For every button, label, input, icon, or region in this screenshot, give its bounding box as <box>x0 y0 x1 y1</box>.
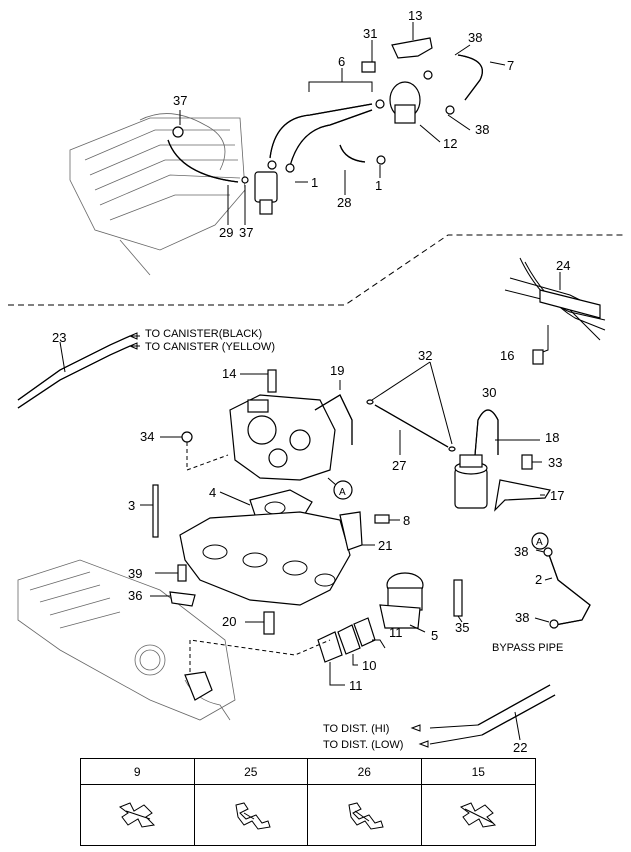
vacuum-harness-24 <box>504 257 606 341</box>
callout-1b: 1 <box>375 178 382 193</box>
hose-6a <box>269 103 373 159</box>
bolt-16 <box>532 349 544 365</box>
callout-38c: 38 <box>514 544 528 559</box>
check-valve-18 <box>454 454 488 509</box>
callout-22: 22 <box>513 740 527 755</box>
callout-12: 12 <box>443 136 457 151</box>
callout-27: 27 <box>392 458 406 473</box>
engine-block-outline <box>17 559 236 721</box>
bracket-13 <box>391 37 433 59</box>
callout-5: 5 <box>431 628 438 643</box>
callout-3: 3 <box>128 498 135 513</box>
label-bypass-pipe: BYPASS PIPE <box>492 642 563 654</box>
callout-16: 16 <box>500 348 514 363</box>
clip-header-15: 15 <box>421 759 535 785</box>
nut-34 <box>181 431 193 443</box>
clip-header-26: 26 <box>308 759 422 785</box>
clip-header-25: 25 <box>194 759 308 785</box>
callout-32: 32 <box>418 348 432 363</box>
label-dist-low: TO DIST. (LOW) <box>323 739 403 751</box>
clip-header-9: 9 <box>81 759 195 785</box>
marker-a-2 <box>531 532 549 550</box>
callout-6: 6 <box>338 54 345 69</box>
gasket-11a <box>317 631 343 663</box>
callout-23: 23 <box>52 330 66 345</box>
callout-37a: 37 <box>173 93 187 108</box>
callout-39: 39 <box>128 566 142 581</box>
callout-34: 34 <box>140 429 154 444</box>
label-canister-black: TO CANISTER(BLACK) <box>145 328 262 340</box>
callout-1a: 1 <box>311 175 318 190</box>
section-divider <box>8 234 625 306</box>
bolt-33 <box>521 454 533 470</box>
clip-cell-9 <box>81 785 195 845</box>
gasket-10 <box>337 624 361 655</box>
callout-10: 10 <box>362 658 376 673</box>
callout-21: 21 <box>378 538 392 553</box>
callout-11b: 11 <box>349 678 363 693</box>
vacuum-switch <box>254 171 278 203</box>
marker-a-2-label: A <box>536 537 543 548</box>
marker-a-1 <box>333 480 353 500</box>
pipe-assembly-23 <box>17 335 131 409</box>
label-canister-yellow: TO CANISTER (YELLOW) <box>145 341 275 353</box>
callout-17: 17 <box>550 488 564 503</box>
callout-38d: 38 <box>515 610 529 625</box>
callout-4: 4 <box>209 485 216 500</box>
callout-37b: 37 <box>239 225 253 240</box>
bracket-17 <box>494 479 551 512</box>
engine-head-outline <box>69 113 246 276</box>
hose-30 <box>474 409 499 456</box>
clip-cell-25 <box>195 785 308 845</box>
pipe-assembly-22 <box>477 684 556 736</box>
callout-2: 2 <box>535 572 542 587</box>
bolt-35 <box>453 579 463 617</box>
callout-30: 30 <box>482 385 496 400</box>
marker-a-1-label: A <box>339 487 346 498</box>
clip-25-icon <box>235 802 271 830</box>
hose-6b <box>289 109 373 167</box>
clip-15-icon <box>460 802 497 828</box>
clip-cell-15 <box>422 785 536 845</box>
callout-38a: 38 <box>468 30 482 45</box>
callout-35: 35 <box>455 620 469 635</box>
callout-18: 18 <box>545 430 559 445</box>
bracket-36 <box>169 591 196 607</box>
bolt-8 <box>374 514 390 524</box>
callout-14: 14 <box>222 366 236 381</box>
callout-33: 33 <box>548 455 562 470</box>
label-dist-hi: TO DIST. (HI) <box>323 723 389 735</box>
callout-20: 20 <box>222 614 236 629</box>
callout-19: 19 <box>330 363 344 378</box>
callout-31: 31 <box>363 26 377 41</box>
fuel-pump-5 <box>379 572 424 629</box>
callout-11a: 11 <box>389 625 403 640</box>
bolt-31 <box>361 61 376 73</box>
callout-8: 8 <box>403 513 410 528</box>
clip-cell-26 <box>308 785 422 845</box>
carburetor <box>229 394 336 481</box>
stud-3 <box>152 484 159 538</box>
callout-29: 29 <box>219 225 233 240</box>
callout-7: 7 <box>507 58 514 73</box>
bolt-39 <box>177 564 187 582</box>
intake-manifold <box>179 511 351 606</box>
bolt-14 <box>267 369 277 393</box>
sensor-20 <box>263 611 275 635</box>
clip-reference-table: 9 25 26 15 <box>80 758 536 846</box>
clip-26-icon <box>348 802 384 830</box>
callout-24: 24 <box>556 258 570 273</box>
callout-36: 36 <box>128 588 142 603</box>
clip-9-icon <box>119 802 156 828</box>
callout-28: 28 <box>337 195 351 210</box>
callout-38b: 38 <box>475 122 489 137</box>
callout-13: 13 <box>408 8 422 23</box>
